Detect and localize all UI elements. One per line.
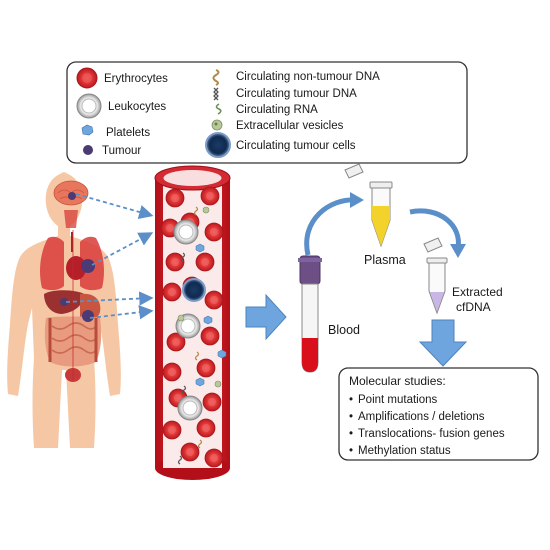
platelet-icon <box>81 124 94 136</box>
dashed-arrow <box>91 232 154 266</box>
legend-label: Tumour <box>102 145 141 157</box>
bullet: • <box>349 428 353 440</box>
blood-vessel <box>154 165 231 480</box>
platelet <box>217 349 227 359</box>
legend-rna: Circulating RNA <box>215 103 318 116</box>
molecular-item: Amplifications / deletions <box>358 411 485 423</box>
liver-tumour <box>60 298 68 306</box>
legend-label: Circulating RNA <box>236 104 318 116</box>
legend-erythrocytes: Erythrocytes <box>76 67 168 89</box>
legend-label: Circulating tumour cells <box>236 140 356 152</box>
molecular-title: Molecular studies: <box>349 374 446 388</box>
legend-label: Platelets <box>106 127 150 139</box>
legend-platelets: Platelets <box>81 124 150 139</box>
plasma-label: Plasma <box>364 253 406 267</box>
curved-arrow <box>409 208 461 249</box>
dashed-arrow <box>65 291 154 306</box>
extracted-label-1: Extracted <box>452 285 503 299</box>
molecular-item: Translocations- fusion genes <box>358 428 505 440</box>
rna-icon <box>215 103 222 115</box>
bullet: • <box>349 411 353 423</box>
lung-tumour <box>81 259 95 273</box>
lungs <box>40 236 104 291</box>
human-body-illustration <box>7 172 121 448</box>
vessel-contents <box>160 186 227 468</box>
molecular-item: Point mutations <box>358 394 438 406</box>
tumour-cell-icon <box>205 132 231 158</box>
platelet <box>195 377 205 387</box>
extracted-label-2: cfDNA <box>456 300 491 314</box>
legend-label: Circulating tumour DNA <box>236 88 357 100</box>
molecular-studies-box: Molecular studies: • Point mutations • A… <box>338 367 539 461</box>
brain-tumour <box>68 192 76 200</box>
platelet <box>195 243 205 253</box>
dashed-arrow <box>89 305 154 320</box>
dna-fragment <box>194 351 200 361</box>
dna-fragment <box>197 439 203 449</box>
tumour-shedding-arrows <box>65 193 154 320</box>
legend-label: Leukocytes <box>108 101 166 113</box>
curved-arrow <box>304 197 357 256</box>
legend-tumour-dna: Circulating tumour DNA <box>213 87 357 101</box>
vesicle-icon <box>211 119 223 131</box>
dashed-arrow <box>75 193 154 219</box>
legend-tumour-cells: Circulating tumour cells <box>205 132 356 158</box>
erythrocyte-icon <box>76 67 98 89</box>
plasma-tube <box>344 163 393 248</box>
legend-label: Circulating non-tumour DNA <box>236 71 380 83</box>
legend-label: Erythrocytes <box>104 73 168 85</box>
abdominal-tumour <box>82 310 94 322</box>
blood-label: Blood <box>328 323 360 337</box>
blood-tube <box>298 255 322 373</box>
non-tumour-dna-icon <box>212 69 220 86</box>
leukocyte-icon <box>76 93 102 119</box>
legend-vesicles: Extracellular vesicles <box>211 119 344 132</box>
legend-leukocytes: Leukocytes <box>76 93 166 119</box>
tumour-dna-icon <box>213 87 219 101</box>
extracellular-vesicle <box>177 314 185 322</box>
dna-fragment <box>177 455 183 465</box>
legend-box: Erythrocytes Leukocytes Platelets Tumour… <box>66 61 468 164</box>
molecular-list: • Point mutations • Amplifications / del… <box>349 394 505 457</box>
down-arrow <box>418 319 468 367</box>
platelet <box>203 315 213 325</box>
bullet: • <box>349 445 353 457</box>
bullet: • <box>349 394 353 406</box>
extracellular-vesicle <box>214 380 222 388</box>
tumour-icon <box>83 145 93 155</box>
circulating-tumour-cell <box>182 278 206 302</box>
process-arrow <box>245 293 287 341</box>
legend-label: Extracellular vesicles <box>236 120 344 132</box>
dna-fragment <box>181 385 187 395</box>
dna-fragment <box>193 206 199 216</box>
cfdna-tube <box>423 237 448 315</box>
extracellular-vesicle <box>202 206 210 214</box>
heart <box>66 256 86 280</box>
dna-fragment <box>180 252 186 262</box>
curved-arrows <box>304 197 461 256</box>
legend-tumour: Tumour <box>83 145 141 157</box>
molecular-item: Methylation status <box>358 445 451 457</box>
legend-non-tumour-dna: Circulating non-tumour DNA <box>212 69 380 86</box>
